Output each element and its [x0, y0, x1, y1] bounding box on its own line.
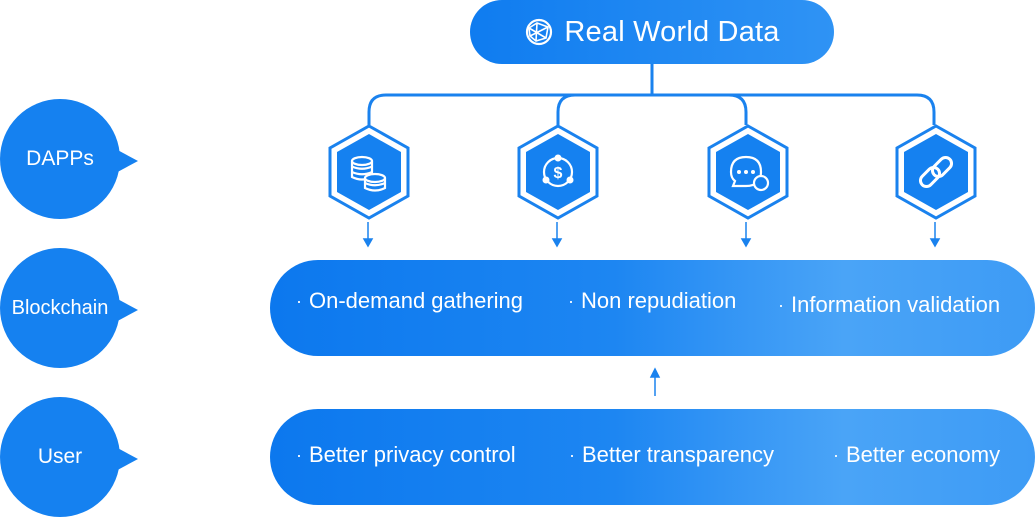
bus-line — [367, 93, 936, 125]
user-band: · Better privacy control · Better transp… — [270, 409, 1035, 505]
feature-on-demand-gathering: · On-demand gathering — [296, 253, 523, 349]
bullet: · — [833, 444, 839, 465]
feature-label: Non repudiation — [581, 288, 737, 313]
layer-label-dapps: DAPPs — [26, 147, 94, 170]
real-world-data-pill: Real World Data — [470, 0, 834, 64]
arrow-head-1 — [362, 238, 374, 248]
bullet: · — [778, 294, 784, 315]
blockchain-band: · On-demand gathering · Non repudiation … — [270, 260, 1035, 356]
benefit-privacy-control: · Better privacy control — [296, 407, 516, 503]
svg-text:$: $ — [554, 165, 563, 182]
branch-3 — [728, 93, 748, 125]
arrow-up-head — [649, 367, 661, 378]
layer-label-blockchain: Blockchain — [11, 296, 109, 319]
bullet: · — [296, 290, 302, 311]
arrow-head-4 — [929, 238, 941, 248]
page-title: Real World Data — [564, 15, 780, 48]
benefit-transparency: · Better transparency — [569, 407, 774, 503]
benefit-label: Better economy — [846, 442, 1001, 467]
bullet: · — [569, 444, 575, 465]
bullet: · — [296, 444, 302, 465]
layer-label-user: User — [37, 445, 83, 468]
globe-network-icon — [524, 17, 554, 47]
layer-bubble-blockchain: Blockchain — [0, 248, 138, 368]
arrow-head-2 — [551, 238, 563, 248]
branch-2 — [556, 93, 576, 125]
layer-bubble-user: User — [0, 397, 138, 517]
money-cycle-icon: $ — [515, 123, 601, 221]
chain-link-icon — [893, 123, 979, 221]
coin-stack-icon — [326, 123, 412, 221]
arrow-head-3 — [740, 238, 752, 248]
layer-bubble-dapps: DAPPs — [0, 99, 138, 219]
benefit-label: Better transparency — [582, 442, 774, 467]
feature-label: Information validation — [791, 292, 1001, 317]
benefit-label: Better privacy control — [309, 442, 516, 467]
feature-non-repudiation: · Non repudiation — [568, 253, 736, 349]
feature-label: On-demand gathering — [309, 288, 524, 313]
bullet: · — [568, 290, 574, 311]
benefit-economy: · Better economy — [833, 407, 1000, 503]
chat-bubble-icon — [705, 123, 791, 221]
feature-information-validation: · Information validation — [778, 257, 1000, 353]
